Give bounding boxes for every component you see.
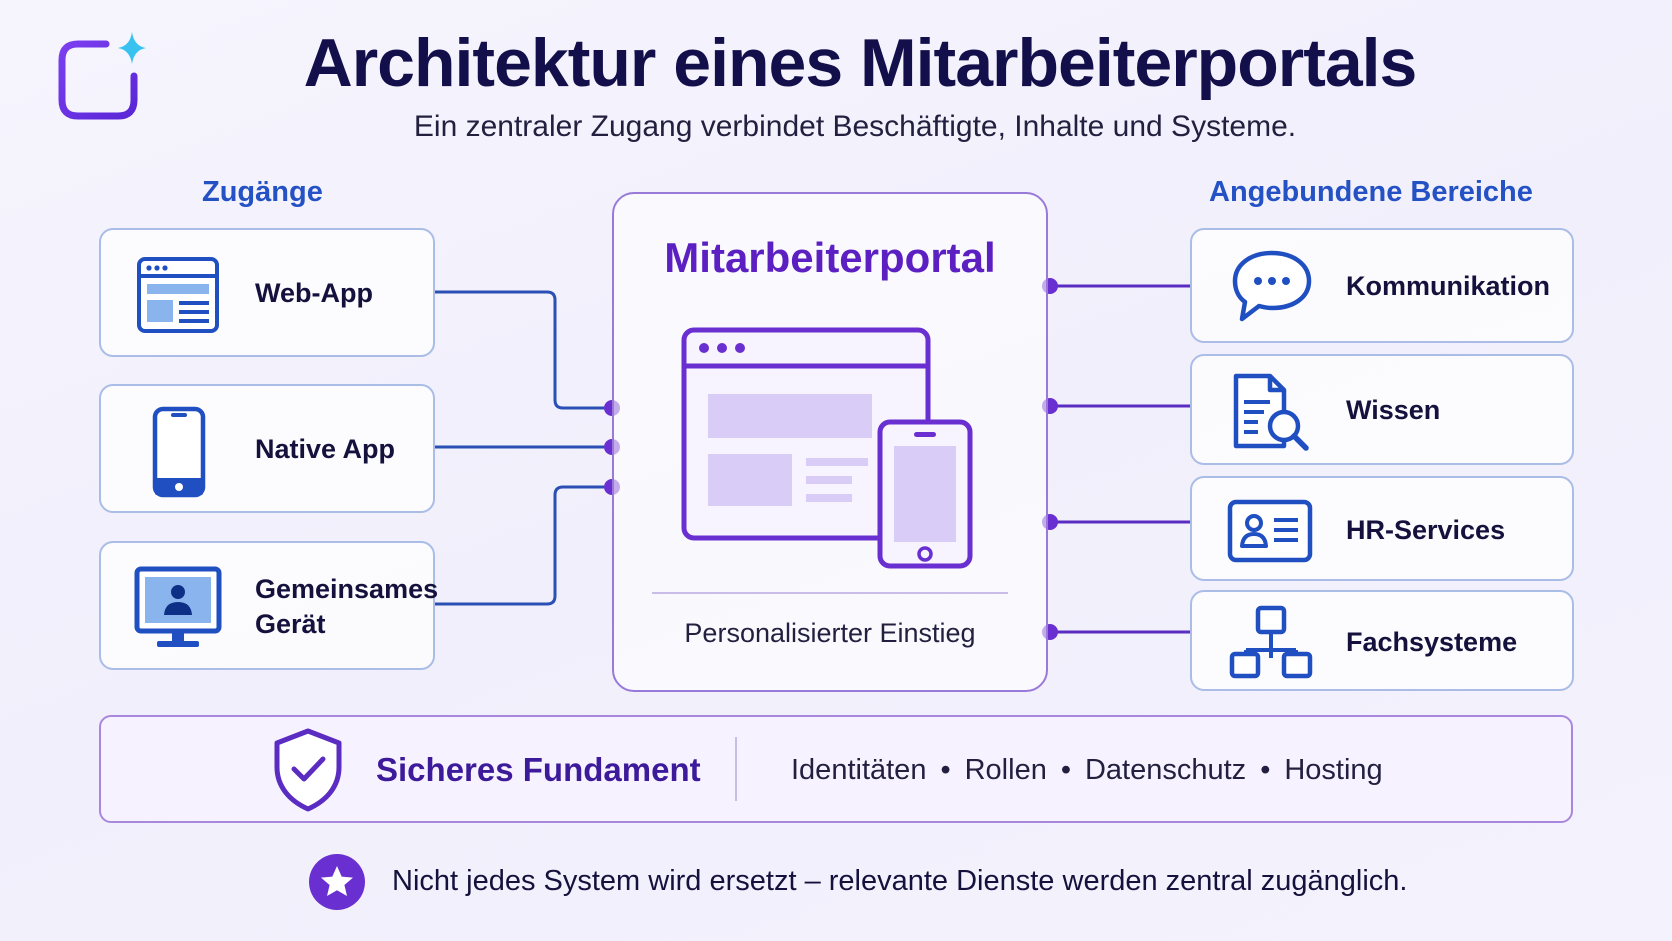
smartphone-icon xyxy=(152,406,206,498)
connector-web-app xyxy=(434,290,612,410)
access-column-label: Zugänge xyxy=(202,176,323,208)
foundation-bar: Sicheres Fundament Identitäten • Rollen • Da… xyxy=(99,715,1573,823)
foundation-item-hosting: Hosting xyxy=(1284,754,1383,786)
access-card-web-app[interactable]: Web-App xyxy=(99,228,435,357)
portal-subtitle: Personalisierter Einstieg xyxy=(684,618,976,648)
page-subtitle: Ein zentraler Zugang verbindet Beschäfti… xyxy=(413,110,1297,143)
connector-shared-device xyxy=(434,485,612,606)
area-label-kommunikation: Kommunikation xyxy=(1346,271,1551,301)
document-search-icon xyxy=(1233,373,1309,451)
foundation-item-datenschutz: Datenschutz xyxy=(1084,754,1247,786)
foundation-separator: • xyxy=(1060,754,1071,786)
hierarchy-icon xyxy=(1229,605,1313,679)
area-card-wissen[interactable]: Wissen xyxy=(1190,354,1574,465)
portal-panel[interactable]: Mitarbeiterportal Personalisierter Einst… xyxy=(612,192,1048,692)
foundation-item-identitaeten: Identitäten xyxy=(791,754,927,786)
foundation-item-rollen: Rollen xyxy=(964,754,1047,786)
id-card-icon xyxy=(1227,499,1313,563)
chat-bubble-icon xyxy=(1232,250,1312,322)
access-card-shared-device[interactable]: Gemeinsames Gerät xyxy=(99,541,439,670)
logo-icon xyxy=(58,32,146,120)
browser-window-icon xyxy=(137,257,219,333)
area-label-hr-services: HR-Services xyxy=(1346,515,1506,545)
foundation-divider xyxy=(735,737,737,801)
monitor-user-icon xyxy=(134,566,222,647)
area-label-wissen: Wissen xyxy=(1346,395,1441,425)
area-card-fachsysteme[interactable]: Fachsysteme xyxy=(1190,590,1574,691)
portal-browser-icon xyxy=(681,327,931,541)
area-label-fachsysteme: Fachsysteme xyxy=(1346,627,1518,657)
areas-column-label: Angebundene Bereiche xyxy=(1209,176,1533,208)
portal-divider xyxy=(652,592,1008,594)
page-title: Architektur eines Mitarbeiterportals xyxy=(303,25,1418,101)
access-label-web-app: Web-App xyxy=(255,278,373,308)
portal-devices-illustration xyxy=(681,327,973,569)
foundation-title: Sicheres Fundament xyxy=(376,751,701,788)
footer-note: Nicht jedes System wird ersetzt – releva… xyxy=(392,865,1408,897)
area-card-hr-services[interactable]: HR-Services xyxy=(1190,476,1574,581)
sparkle-icon xyxy=(118,32,146,64)
access-label-native-app: Native App xyxy=(255,434,396,464)
foundation-items: Identitäten • Rollen • Datenschutz • Hosting xyxy=(791,754,1383,787)
foundation-separator: • xyxy=(940,754,951,786)
access-label-shared-device-line1: Gemeinsames xyxy=(255,574,439,604)
foundation-separator: • xyxy=(1260,754,1271,786)
access-label-shared-device-line2: Gerät xyxy=(255,609,326,639)
portal-phone-icon xyxy=(877,419,973,569)
access-card-native-app[interactable]: Native App xyxy=(99,384,435,513)
area-card-kommunikation[interactable]: Kommunikation xyxy=(1190,228,1574,343)
portal-title: Mitarbeiterportal xyxy=(664,234,996,281)
shield-check-icon xyxy=(274,728,342,812)
star-badge-icon xyxy=(309,854,365,910)
